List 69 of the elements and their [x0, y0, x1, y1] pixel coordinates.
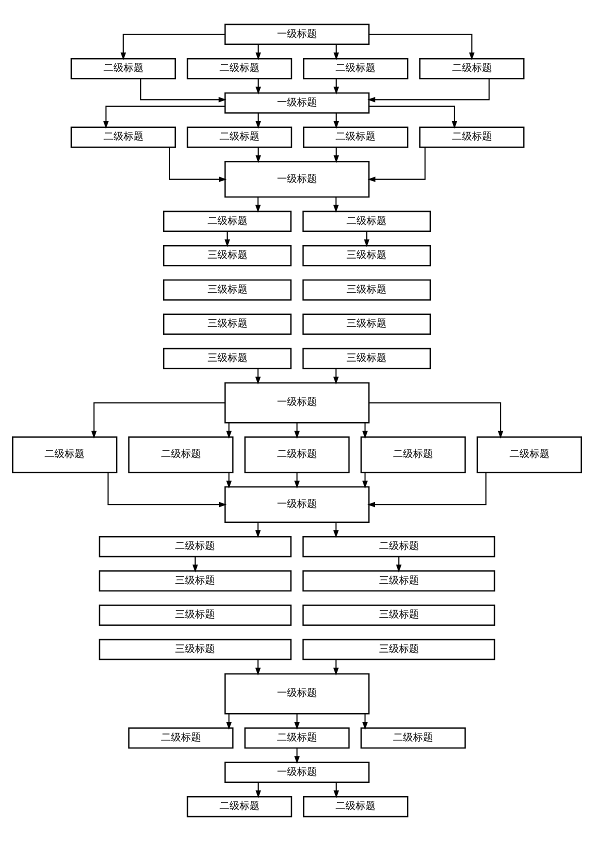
- node-box: 二级标题: [302, 58, 408, 80]
- node-box: 二级标题: [70, 126, 176, 148]
- arrow: [334, 78, 339, 94]
- node-box: 三级标题: [98, 638, 292, 660]
- node-box: 三级标题: [98, 570, 292, 592]
- node-box: 三级标题: [163, 314, 292, 335]
- arrow: [364, 231, 370, 248]
- node-box: 二级标题: [419, 58, 524, 80]
- arrow: [224, 231, 230, 248]
- node-box: 三级标题: [302, 314, 431, 335]
- node-box: 二级标题: [163, 210, 292, 232]
- node-box: 三级标题: [302, 570, 496, 592]
- arrow: [369, 34, 475, 60]
- node-box: 一级标题: [224, 673, 370, 714]
- arrow: [334, 44, 339, 60]
- node-box: 三级标题: [163, 348, 292, 370]
- arrow: [192, 556, 198, 572]
- arrow: [334, 113, 339, 129]
- arrow: [256, 78, 261, 94]
- arrow: [256, 147, 261, 164]
- arrow: [256, 113, 261, 129]
- node-box: 三级标题: [302, 245, 431, 266]
- arrow: [368, 147, 426, 182]
- arrow: [120, 34, 225, 60]
- arrow: [396, 556, 402, 572]
- node-box: 二级标题: [12, 436, 118, 474]
- arrow: [334, 782, 339, 798]
- node-box: 三级标题: [302, 604, 496, 626]
- node-box: 三级标题: [98, 604, 292, 626]
- arrow: [256, 44, 261, 60]
- node-box: 二级标题: [70, 58, 176, 80]
- node-box: 一级标题: [224, 160, 370, 198]
- node-box: 二级标题: [186, 126, 292, 148]
- node-box: 二级标题: [186, 796, 292, 818]
- node-box: 二级标题: [302, 126, 408, 148]
- arrow: [108, 472, 227, 508]
- node-box: 二级标题: [302, 210, 431, 232]
- node-box: 三级标题: [302, 348, 431, 370]
- arrow: [140, 78, 226, 102]
- node-box: 二级标题: [128, 436, 234, 474]
- node-box: 三级标题: [302, 638, 496, 660]
- node-box: 二级标题: [476, 436, 582, 474]
- node-box: 二级标题: [302, 536, 496, 558]
- arrow: [367, 78, 490, 102]
- arrow: [103, 106, 225, 129]
- node-box: 二级标题: [128, 727, 234, 749]
- arrow: [367, 472, 486, 508]
- node-box: 二级标题: [302, 796, 408, 818]
- node-box: 二级标题: [244, 727, 350, 749]
- node-box: 一级标题: [224, 486, 370, 523]
- node-box: 一级标题: [224, 24, 370, 45]
- arrow: [369, 106, 458, 129]
- arrow: [168, 147, 227, 182]
- arrow: [334, 147, 339, 164]
- node-box: 三级标题: [163, 245, 292, 266]
- node-box: 二级标题: [360, 436, 466, 474]
- node-box: 一级标题: [224, 762, 370, 783]
- node-box: 二级标题: [360, 727, 466, 749]
- node-box: 二级标题: [98, 536, 292, 558]
- arrow: [256, 782, 261, 798]
- node-box: 三级标题: [302, 279, 431, 301]
- arrow: [91, 402, 225, 439]
- node-box: 一级标题: [224, 382, 370, 424]
- node-box: 二级标题: [244, 436, 350, 474]
- node-box: 二级标题: [419, 126, 524, 148]
- node-box: 三级标题: [163, 279, 292, 301]
- arrow: [369, 402, 504, 439]
- node-box: 二级标题: [186, 58, 292, 80]
- node-box: 一级标题: [224, 92, 370, 114]
